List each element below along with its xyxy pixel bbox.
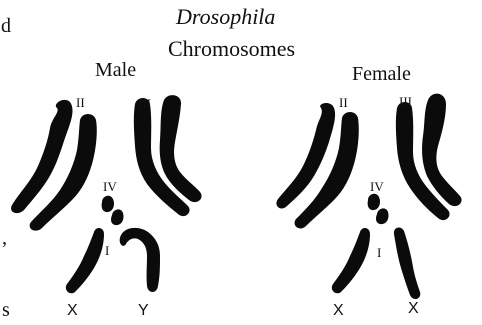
female-chromosome-X-left: [332, 228, 370, 293]
male-chromosome-X: [66, 228, 104, 293]
male-sex-chromosome-X-label: X: [67, 303, 78, 319]
male-chromosome-Y: [120, 228, 160, 292]
male-karyotype: [11, 95, 201, 293]
female-chromosome-IV-bottom: [376, 208, 389, 224]
male-label-III: III: [138, 97, 151, 110]
female-label-III: III: [399, 95, 412, 108]
male-label-I: I: [105, 244, 109, 257]
female-chromosome-X-right: [394, 227, 420, 299]
female-chromosome-IV-top: [368, 194, 380, 210]
female-karyotype: [276, 94, 461, 299]
female-label-IV: IV: [370, 180, 384, 193]
male-chromosome-IV-bottom: [111, 209, 124, 225]
male-label-IV: IV: [103, 180, 117, 193]
female-sex-chromosome-X-right-label: X: [408, 301, 419, 317]
female-label-II: II: [339, 96, 348, 109]
male-chromosome-IV-top: [102, 196, 114, 212]
female-sex-chromosome-X-left-label: X: [333, 303, 344, 319]
male-label-II: II: [76, 96, 85, 109]
male-sex-chromosome-Y-label: Y: [138, 303, 149, 319]
female-label-I: I: [377, 246, 381, 259]
